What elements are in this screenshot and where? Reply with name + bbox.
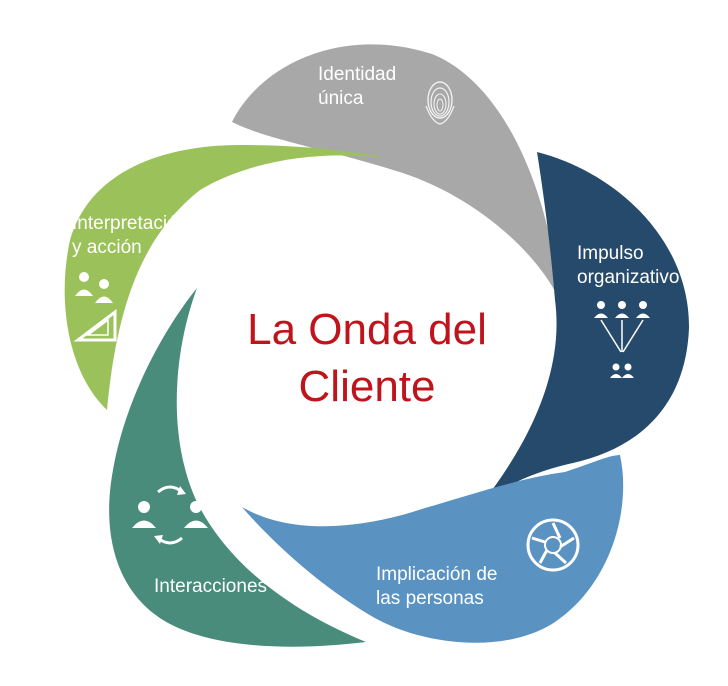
segment-shape bbox=[64, 145, 388, 410]
org-network-icon bbox=[594, 301, 650, 378]
shutter-wheel-icon bbox=[526, 518, 580, 572]
segment-identidad: Identidad única bbox=[232, 44, 558, 297]
segment-shape bbox=[242, 455, 624, 643]
center-title-line1: La Onda del bbox=[247, 305, 487, 354]
segment-label-line1: Interacciones bbox=[154, 576, 267, 597]
segment-label-line1: Impulso bbox=[577, 243, 644, 264]
center-title: La Onda del Cliente bbox=[247, 305, 487, 411]
segment-label-line2: y acción bbox=[72, 237, 142, 258]
segment-label-line2: las personas bbox=[376, 588, 484, 609]
people-exchange-icon bbox=[132, 485, 208, 545]
segment-label-line1: Interpretación bbox=[72, 213, 188, 234]
segment-impulso: Impulso organizativo bbox=[483, 152, 690, 502]
segment-shape bbox=[109, 288, 366, 647]
segment-label-line1: Identidad bbox=[318, 64, 396, 85]
segment-interpretacion: Interpretación y acción bbox=[64, 145, 388, 410]
segment-label-line1: Implicación de bbox=[376, 564, 497, 585]
segment-implicacion: Implicación de las personas bbox=[242, 455, 624, 643]
segment-shape bbox=[232, 44, 558, 297]
fingerprint-icon bbox=[425, 81, 455, 125]
segment-label-line2: organizativo bbox=[577, 267, 679, 288]
segment-interacciones: Interacciones bbox=[109, 288, 366, 647]
segment-label-line2: única bbox=[318, 88, 364, 109]
center-title-line2: Cliente bbox=[299, 362, 436, 411]
segment-shape bbox=[483, 152, 690, 502]
people-ruler-icon bbox=[73, 272, 117, 342]
